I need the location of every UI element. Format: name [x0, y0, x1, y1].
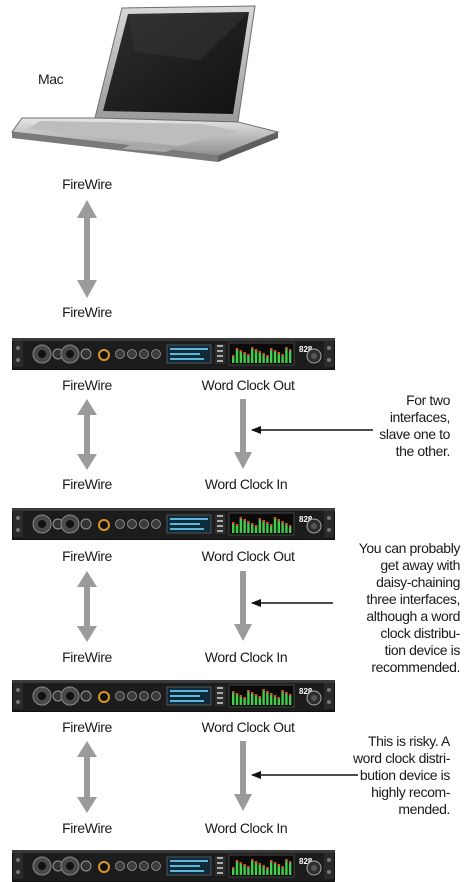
- note-four-interfaces: This is risky. A word clock distri- buti…: [352, 733, 450, 817]
- firewire-double-arrow: [77, 200, 97, 298]
- unit3-firewire-out-label: FireWire: [62, 719, 112, 735]
- audio-interface-unit: 828: [12, 508, 335, 540]
- unit4-word-clock-in-label: Word Clock In: [204, 820, 288, 836]
- word-clock-arrow: [234, 741, 252, 811]
- unit3-firewire-in-label: FireWire: [62, 649, 112, 665]
- audio-interface-unit: 828: [12, 338, 335, 370]
- unit3-word-clock-out-label: Word Clock Out: [201, 719, 295, 735]
- word-clock-arrow: [234, 399, 252, 469]
- firewire-double-arrow: [77, 741, 97, 813]
- audio-interface-unit: 828: [12, 850, 335, 882]
- laptop-firewire-label: FireWire: [62, 176, 112, 192]
- unit1-firewire-out-label: FireWire: [62, 377, 112, 393]
- unit2-word-clock-in-label: Word Clock In: [204, 476, 288, 492]
- firewire-double-arrow: [77, 399, 97, 470]
- note-three-interfaces: You can probably get away with daisy-cha…: [358, 540, 461, 675]
- unit4-firewire-in-label: FireWire: [62, 820, 112, 836]
- svg-text:828: 828: [299, 345, 313, 354]
- svg-text:828: 828: [299, 687, 313, 696]
- word-clock-arrow: [234, 571, 252, 641]
- unit1-firewire-in-label: FireWire: [62, 304, 112, 320]
- unit2-firewire-out-label: FireWire: [62, 548, 112, 564]
- computer-label: Mac: [38, 71, 64, 87]
- svg-text:828: 828: [299, 857, 313, 866]
- unit2-word-clock-out-label: Word Clock Out: [201, 548, 295, 564]
- firewire-double-arrow: [77, 571, 97, 642]
- unit2-firewire-in-label: FireWire: [62, 476, 112, 492]
- note-two-interfaces: For two interfaces, slave one to the oth…: [379, 392, 450, 459]
- svg-text:828: 828: [299, 515, 313, 524]
- unit1-word-clock-out-label: Word Clock Out: [201, 377, 295, 393]
- audio-interface-unit: 828: [12, 680, 335, 712]
- unit3-word-clock-in-label: Word Clock In: [204, 649, 288, 665]
